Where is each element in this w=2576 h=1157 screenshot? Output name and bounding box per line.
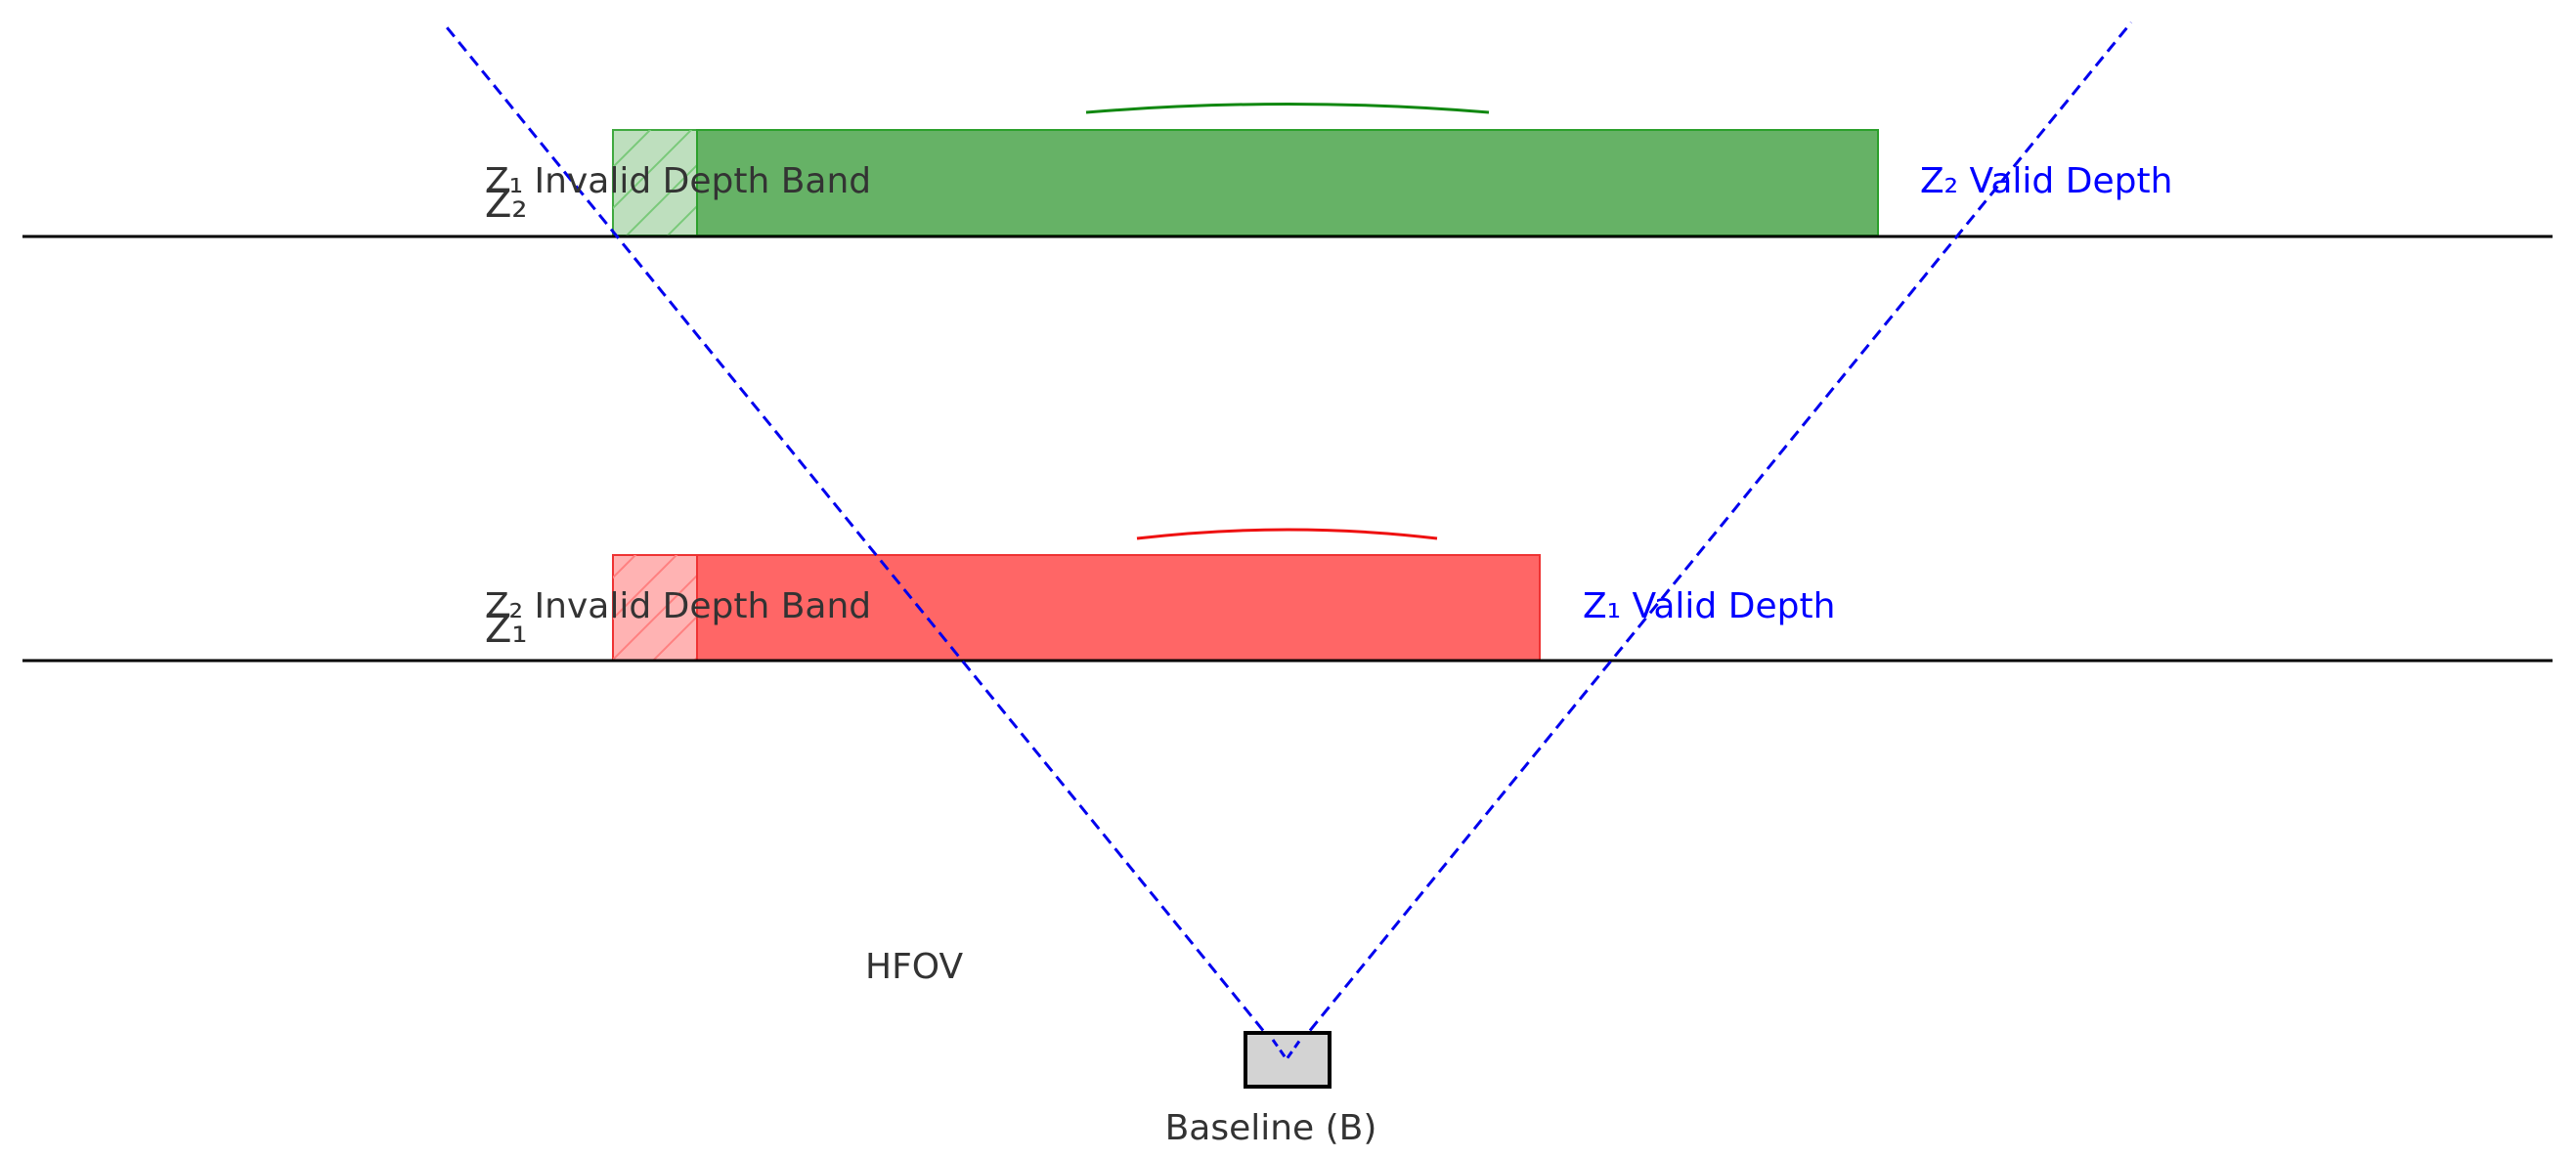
z1-invalid-band-hatch-pattern: [613, 555, 697, 661]
z1-arc: [1136, 528, 1438, 540]
z1-depth-band: [612, 528, 1541, 662]
camera-box: [1244, 1031, 1332, 1089]
z1-invalid-band-label: Z₂ Invalid Depth Band: [485, 586, 871, 626]
z2-plane-label: Z₂: [485, 182, 527, 227]
z1-valid-depth-label: Z₁ Valid Depth: [1583, 586, 1835, 626]
z1-plane-label: Z₁: [485, 607, 527, 652]
baseline-label: Baseline (B): [1165, 1108, 1377, 1148]
z2-invalid-band-label: Z₁ Invalid Depth Band: [485, 161, 871, 201]
z1-valid-band: [696, 554, 1541, 662]
z2-invalid-band-hatch-pattern: [613, 130, 697, 236]
z2-valid-band: [696, 129, 1879, 236]
z2-depth-band: [612, 103, 1879, 236]
z2-valid-depth-label: Z₂ Valid Depth: [1920, 161, 2172, 201]
fov-right-line: [1285, 21, 2133, 1060]
z2-arc: [1085, 103, 1490, 114]
hfov-label: HFOV: [865, 947, 963, 987]
camera-vertex-marker: [1271, 1039, 1302, 1062]
